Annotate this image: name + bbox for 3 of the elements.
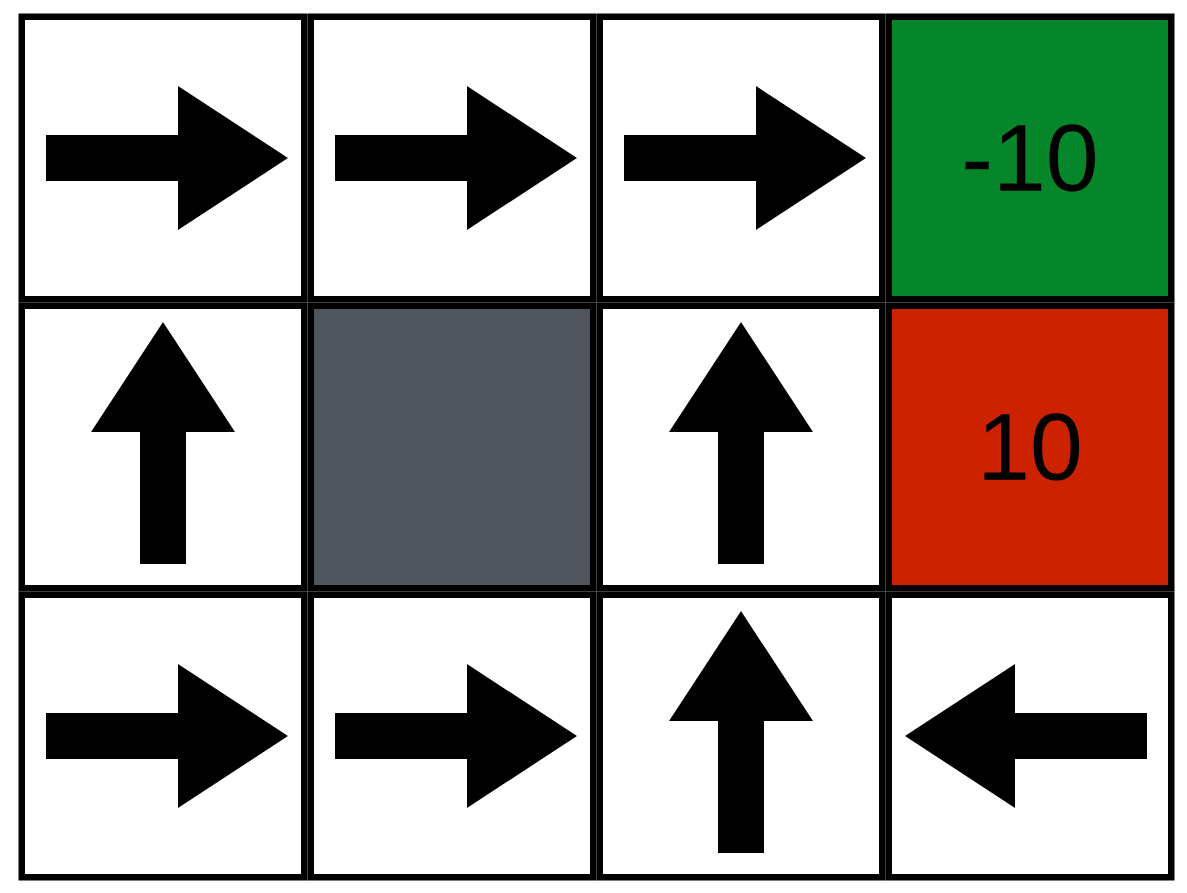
reward-cell: 10: [885, 302, 1175, 592]
wall-cell: [307, 302, 597, 592]
reward-cell: -10: [885, 13, 1175, 303]
